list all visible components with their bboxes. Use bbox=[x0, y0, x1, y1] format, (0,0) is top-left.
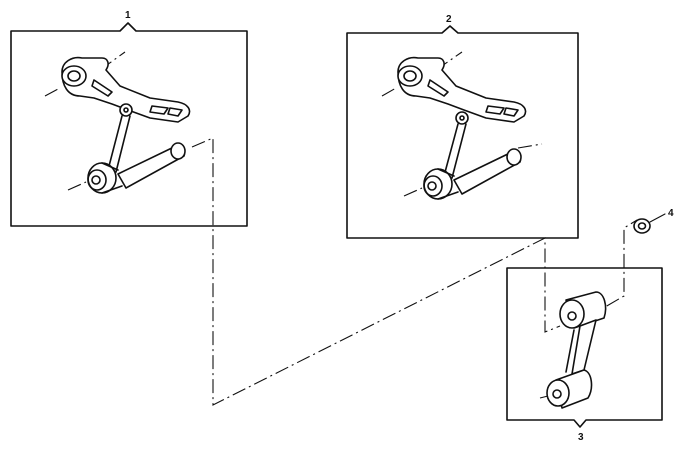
connector-line-2 bbox=[517, 143, 543, 149]
link-arm-assembly-3 bbox=[539, 291, 607, 409]
callout-4: 4 bbox=[668, 208, 674, 219]
frame-1 bbox=[10, 22, 248, 227]
shift-linkage-assembly-1 bbox=[44, 51, 191, 194]
connector-line-1 bbox=[191, 137, 561, 406]
frame-3 bbox=[506, 267, 663, 428]
washer-4 bbox=[633, 218, 651, 234]
callout-2: 2 bbox=[446, 14, 452, 25]
callout-1: 1 bbox=[125, 10, 131, 21]
leader-4 bbox=[649, 213, 666, 223]
frame-2 bbox=[346, 25, 579, 239]
callout-3: 3 bbox=[578, 432, 584, 443]
connector-line-3 bbox=[585, 219, 638, 319]
shift-linkage-assembly-2 bbox=[381, 51, 527, 200]
